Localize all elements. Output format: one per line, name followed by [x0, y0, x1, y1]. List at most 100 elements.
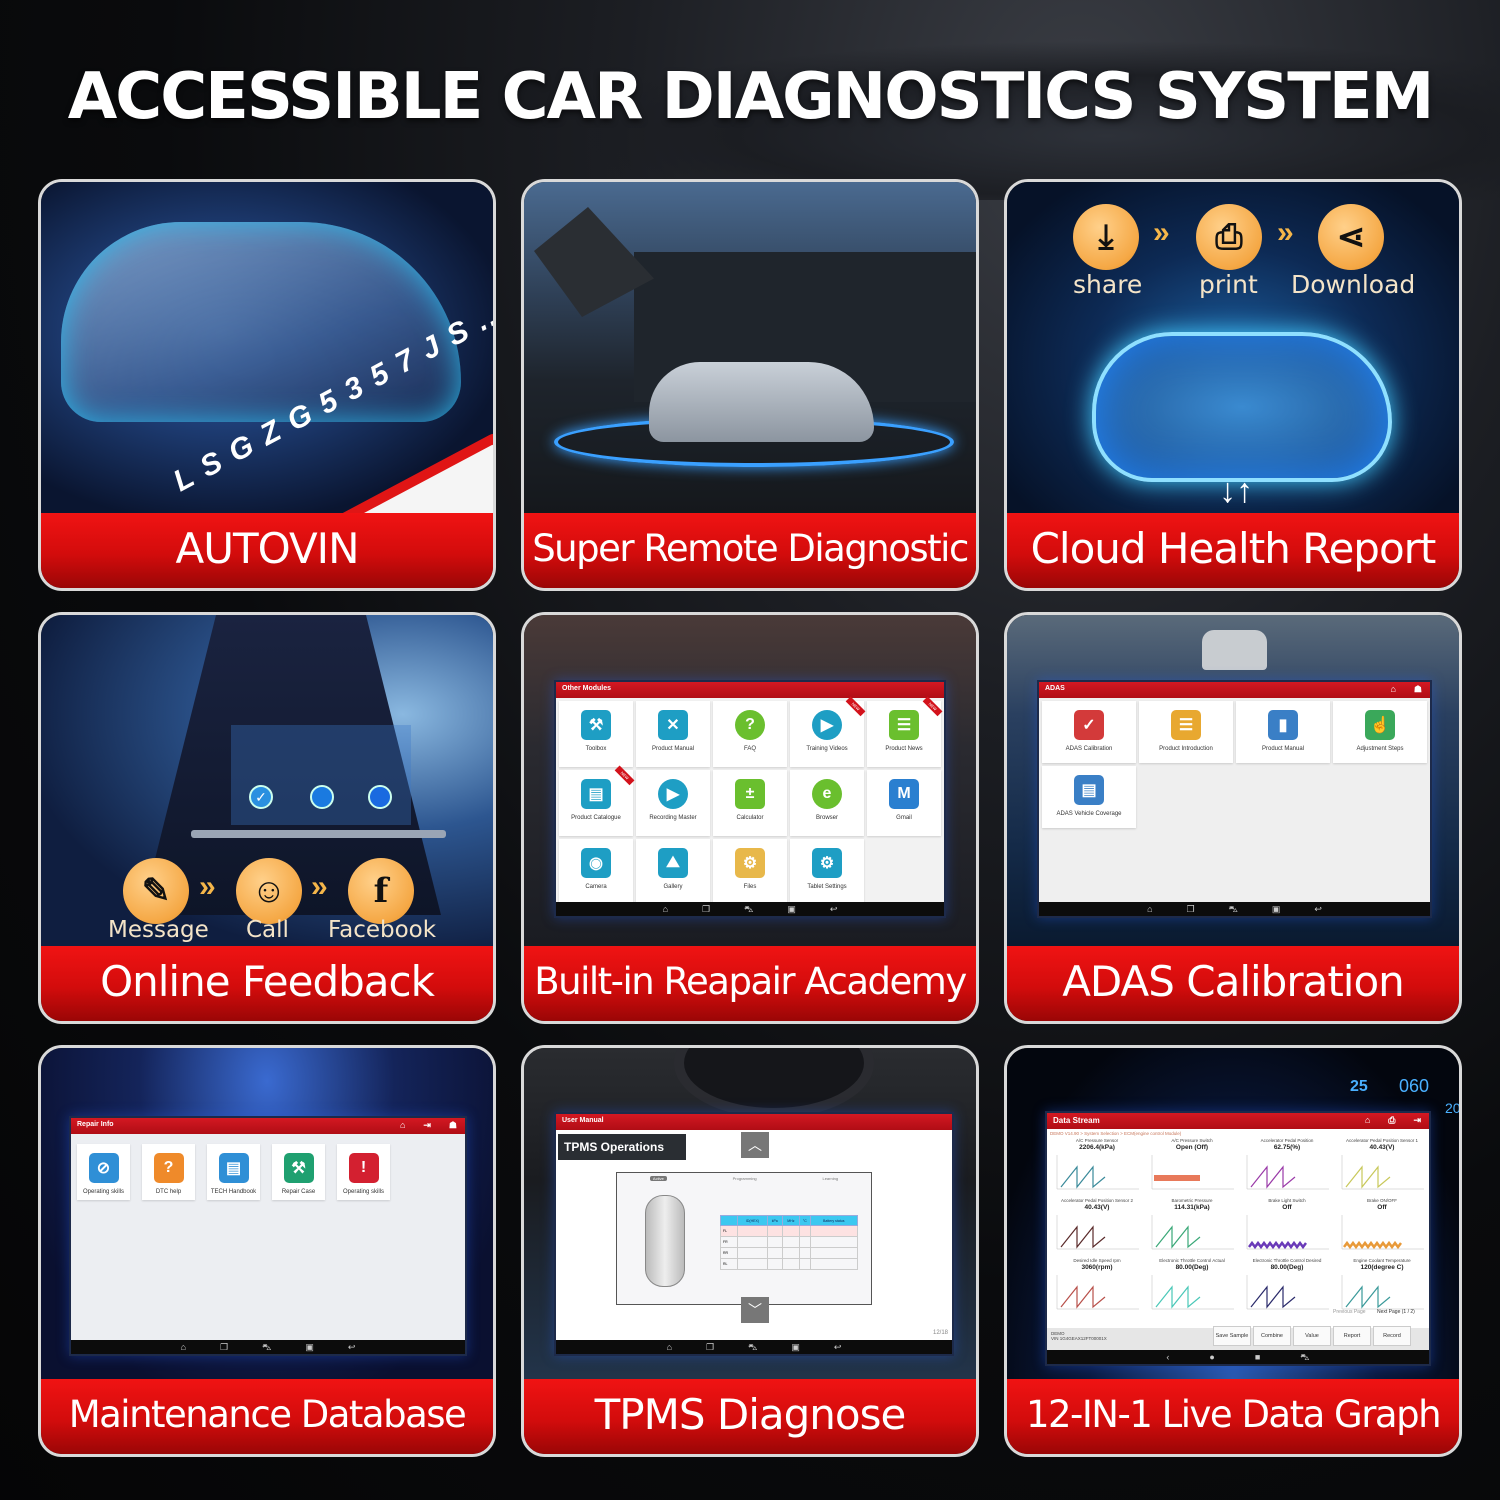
- breadcrumb: DEMO V14.90 > System Selection > ECM(eng…: [1050, 1131, 1182, 1136]
- cloud-image: [1092, 332, 1392, 482]
- tab-programming[interactable]: Programming: [732, 1176, 757, 1181]
- record-button[interactable]: Record: [1373, 1326, 1411, 1346]
- tile-adas-calibration[interactable]: ✓ADAS Calibration: [1042, 701, 1136, 763]
- screenshot-icon[interactable]: ▣: [791, 1342, 800, 1352]
- home-nav-icon[interactable]: ⌂: [1147, 904, 1153, 914]
- tile-label: ADAS Calibration: [1065, 746, 1113, 752]
- hud-speed: 25: [1350, 1078, 1368, 1095]
- home-icon[interactable]: ⌂: [399, 1120, 406, 1130]
- tile-product-introduction[interactable]: ☰Product Introduction: [1139, 701, 1233, 763]
- chart-plot: [1056, 1275, 1139, 1310]
- home-nav-icon[interactable]: ●: [1209, 1352, 1215, 1362]
- back-icon[interactable]: ↩: [833, 1342, 842, 1352]
- vci-car-icon[interactable]: ⛍: [744, 904, 754, 914]
- tile-product-manual[interactable]: ✕Product Manual: [636, 701, 710, 767]
- tile-faq[interactable]: ?FAQ: [713, 701, 787, 767]
- tile-label: Files: [743, 884, 757, 890]
- combine-button[interactable]: Combine: [1253, 1326, 1291, 1346]
- screenshot-icon[interactable]: ▣: [1271, 904, 1281, 914]
- exit-icon[interactable]: ⇥: [1413, 1115, 1421, 1125]
- recent-apps-icon[interactable]: ■: [1254, 1352, 1261, 1362]
- scroll-down-button[interactable]: ﹀: [741, 1297, 769, 1323]
- tile-recording-master[interactable]: ▶Recording Master: [636, 770, 710, 836]
- home-nav-icon[interactable]: ⌂: [662, 904, 668, 914]
- print-icon[interactable]: ⎙: [1388, 1115, 1396, 1125]
- screenshot-icon[interactable]: ▣: [305, 1342, 314, 1352]
- save-sample-button[interactable]: Save Sample: [1213, 1326, 1251, 1346]
- recent-apps-icon[interactable]: ❐: [220, 1342, 229, 1352]
- camera-icon: ◉: [581, 848, 611, 878]
- question-icon: ?: [153, 1153, 184, 1183]
- tab-learning[interactable]: Learning: [822, 1176, 839, 1181]
- tile-camera[interactable]: ◉Camera: [559, 839, 633, 905]
- home-icon[interactable]: ⌂: [1390, 684, 1396, 694]
- tile-label: Repair Case: [281, 1189, 316, 1195]
- tile-adas-vehicle-coverage[interactable]: ▤ADAS Vehicle Coverage: [1042, 766, 1136, 828]
- tile-adjustment-steps[interactable]: ☝Adjustment Steps: [1333, 701, 1427, 763]
- screenshot-icon[interactable]: ▣: [787, 904, 796, 914]
- user-icon[interactable]: ☗: [448, 1120, 457, 1130]
- tile-dtc-help[interactable]: ?DTC help: [142, 1144, 195, 1200]
- card-autovin: L S G Z G 5 3 5 7 J S ... AUTOVIN: [38, 179, 496, 591]
- previous-page-button[interactable]: Previous Page: [1333, 1309, 1366, 1315]
- facebook-icon: f: [348, 858, 414, 924]
- user-icon[interactable]: ☗: [1413, 684, 1422, 694]
- chart-value: Open (Off): [1175, 1144, 1209, 1151]
- screen-title-bar: ADAS ⌂☗: [1039, 682, 1430, 698]
- recent-apps-icon[interactable]: ❐: [702, 904, 711, 914]
- report-button[interactable]: Report: [1333, 1326, 1371, 1346]
- home-nav-icon[interactable]: ⌂: [180, 1342, 186, 1352]
- tile-repair-case[interactable]: ⚒Repair Case: [272, 1144, 325, 1200]
- tile-label: Toolbox: [585, 746, 607, 752]
- back-icon[interactable]: ↩: [829, 904, 838, 914]
- tile-calculator[interactable]: ±Calculator: [713, 770, 787, 836]
- back-icon[interactable]: ↩: [347, 1342, 356, 1352]
- vci-car-icon[interactable]: ⛍: [1228, 904, 1238, 914]
- tab-active[interactable]: Active: [649, 1176, 667, 1181]
- chart-value: 80.00(Deg): [1175, 1264, 1209, 1271]
- tile-operating-skills[interactable]: ⊘Operating skills: [77, 1144, 130, 1200]
- tile-operating-skills[interactable]: !Operating skills: [337, 1144, 390, 1200]
- chart-title: Electronic Throttle Control Desired: [1252, 1258, 1322, 1263]
- back-nav-icon[interactable]: ‹: [1166, 1352, 1170, 1362]
- tile-label: ADAS Vehicle Coverage: [1056, 811, 1122, 817]
- tile-tech-handbook[interactable]: ▤TECH Handbook: [207, 1144, 260, 1200]
- back-icon[interactable]: ↩: [1314, 904, 1322, 914]
- recent-apps-icon[interactable]: ❐: [1186, 904, 1195, 914]
- value-button[interactable]: Value: [1293, 1326, 1331, 1346]
- tile-gallery[interactable]: ⛰Gallery: [636, 839, 710, 905]
- tile-tablet-settings[interactable]: ⚙Tablet Settings: [790, 839, 864, 905]
- vci-car-icon[interactable]: ⛍: [748, 1342, 758, 1352]
- next-page-button[interactable]: Next Page (1 / 2): [1377, 1309, 1415, 1315]
- exit-icon[interactable]: ⇥: [423, 1120, 431, 1130]
- tablet-image: [191, 830, 446, 838]
- home-nav-icon[interactable]: ⌂: [666, 1342, 672, 1352]
- scroll-up-button[interactable]: ︿: [741, 1132, 769, 1158]
- tile-toolbox[interactable]: ⚒Toolbox: [559, 701, 633, 767]
- vci-icon[interactable]: ⛍: [1300, 1352, 1310, 1362]
- home-icon[interactable]: ⌂: [1364, 1115, 1371, 1125]
- tile-product-manual[interactable]: ▮Product Manual: [1236, 701, 1330, 763]
- vci-car-icon[interactable]: ⛍: [262, 1342, 272, 1352]
- recent-apps-icon[interactable]: ❐: [706, 1342, 715, 1352]
- tile-files[interactable]: ⚙Files: [713, 839, 787, 905]
- table-header: MHz: [781, 1215, 801, 1226]
